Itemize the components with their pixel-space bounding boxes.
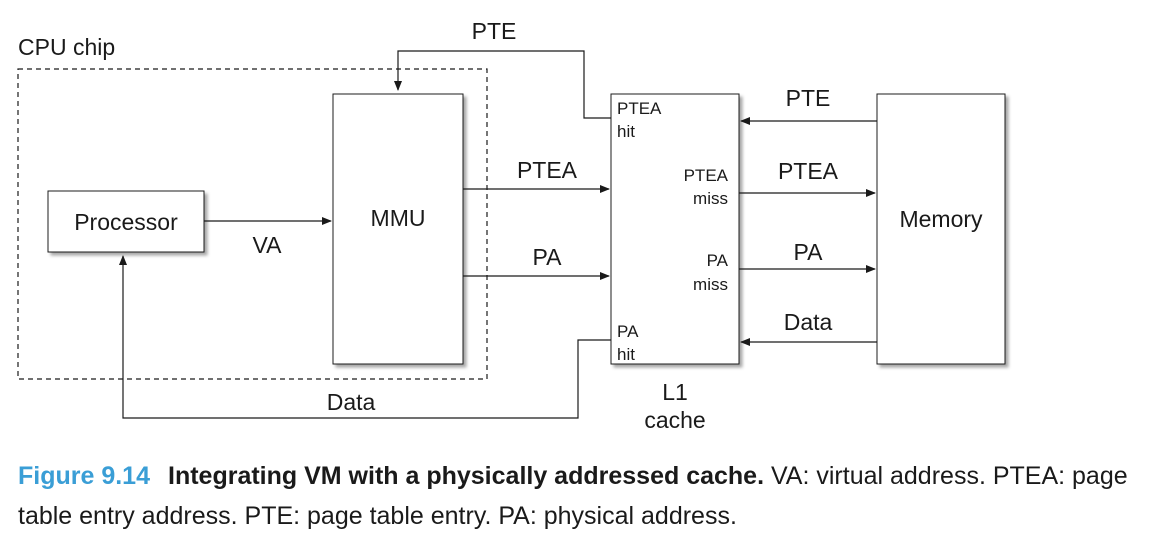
memory-label: Memory [899, 206, 983, 232]
l1-cache-box [610, 93, 740, 365]
cache-label-line1: L1 [662, 379, 688, 405]
processor-box [47, 190, 205, 253]
cache-port-pa-miss-2: miss [693, 275, 728, 294]
cpu-chip-boundary [17, 68, 488, 380]
cache-port-pa-miss-1: PA [707, 251, 729, 270]
figure-number: Figure 9.14 [18, 462, 150, 490]
arrow-ptea-cache-mem-label: PTEA [778, 158, 839, 184]
cache-port-ptea-hit-2: hit [617, 122, 635, 141]
figure-title: Integrating VM with a physically address… [168, 462, 765, 490]
cache-port-ptea-miss-1: PTEA [684, 166, 729, 185]
cache-port-pa-hit-1: PA [617, 322, 639, 341]
arrow-data-mem-cache-label: Data [784, 309, 833, 335]
arrow-pa-cache-mem-label: PA [794, 239, 824, 265]
arrow-pa-mmu-cache-label: PA [533, 244, 563, 270]
figure-caption: Figure 9.14 Integrating VM with a physica… [18, 456, 1158, 536]
processor-label: Processor [74, 209, 178, 235]
cache-port-ptea-hit-1: PTEA [617, 99, 662, 118]
arrow-ptea-mmu-cache-label: PTEA [517, 157, 578, 183]
cache-label-line2: cache [644, 407, 705, 433]
arrow-va-label: VA [253, 232, 283, 258]
mmu-box [332, 93, 464, 365]
arrow-data-to-processor [119, 255, 611, 419]
arrow-data-bottom-label: Data [327, 389, 376, 415]
arrow-pte-top-label: PTE [472, 18, 517, 44]
mmu-label: MMU [371, 205, 426, 231]
cache-port-pa-hit-2: hit [617, 345, 635, 364]
vm-cache-diagram: CPU chip Processor MMU PTEA hit PTEA mis… [17, 18, 1006, 433]
figure-caption-text: VA: virtual address. PTEA: page table en… [18, 462, 1128, 530]
arrow-pte-mem-cache-label: PTE [786, 85, 831, 111]
cpu-chip-label: CPU chip [18, 34, 115, 60]
cache-port-ptea-miss-2: miss [693, 189, 728, 208]
arrow-pte-to-mmu [394, 50, 611, 119]
memory-box [876, 93, 1006, 365]
